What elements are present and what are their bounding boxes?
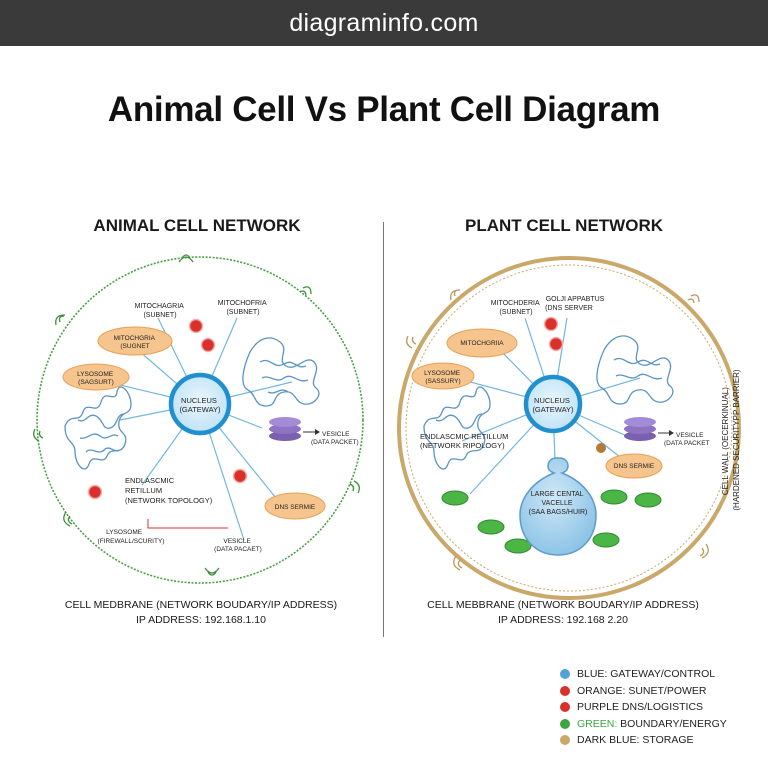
animal-lysosome-label: LYSOSOME (FIREWALL/SCURITY) xyxy=(98,529,165,545)
legend: BLUE: GATEWAY/CONTROL ORANGE: SUNET/POWE… xyxy=(560,666,760,749)
panel-divider xyxy=(383,222,384,637)
animal-dns-bubble xyxy=(264,492,326,520)
animal-er-label: ENDLASCMIC RETILLUM (NETWORK TOPOLOGY) xyxy=(125,476,213,505)
plant-nucleus xyxy=(523,374,583,434)
legend-label: ORANGE: SUNET/POWER xyxy=(577,684,707,697)
animal-membrane-caption: CELL MEDBRANE (NETWORK BOUDARY/IP ADDRES… xyxy=(64,599,338,611)
plant-mito-dot-1 xyxy=(543,316,559,332)
plant-caption: CELL MEBBRANE (NETWORK BOUDARY/IP ADDRES… xyxy=(398,598,728,628)
plant-lyso-bubble-label: LYSOSOME (SASSURY) xyxy=(424,370,462,385)
plant-mito-dot-2 xyxy=(548,336,564,352)
animal-caption: CELL MEDBRANE (NETWORK BOUDARY/IP ADDRES… xyxy=(36,598,366,628)
animal-mito-bubble-label: MITOCHGRIA (SUGNET xyxy=(114,335,157,350)
animal-vesicle-stack-icon xyxy=(269,417,301,441)
plant-er-label: ENDLASCMIC RETILLUM (NETWORK RIPOLOGY) xyxy=(420,432,510,450)
plant-membrane-caption: CELL MEBBRANE (NETWORK BOUDARY/IP ADDRES… xyxy=(427,599,699,611)
animal-lysosome-connector xyxy=(147,519,228,529)
plant-wall-signal-icons xyxy=(406,289,739,571)
animal-mito1-label: MITOCHAGRIA (SUBNET) xyxy=(135,303,186,319)
plant-cell: MITOCHDERIA (SUBNET) GOLJI APPABTUS (DNS… xyxy=(397,256,741,600)
animal-cell: MITOCHAGRIA (SUBNET) MITOCHOFRIA (SUBNET… xyxy=(33,254,364,584)
plant-cell-wall-label: CELL WALL (OECERKINUAL) (HARDENED SECURI… xyxy=(721,369,741,511)
plant-golgi-label: GOLJI APPABTUS (DNS SERVER xyxy=(545,296,606,312)
legend-dot xyxy=(560,702,570,713)
plant-mito-bubble xyxy=(446,328,518,358)
plant-chloroplasts xyxy=(441,489,662,554)
animal-mito-dot-4 xyxy=(87,484,103,500)
legend-dot xyxy=(560,685,570,696)
legend-item: PURPLE DNS/LOGISTICS xyxy=(560,699,760,716)
animal-dns-bubble-label: DNS SERMIE xyxy=(275,504,316,511)
site-name: diagraminfo.com xyxy=(289,8,479,37)
plant-mito1-label: MITOCHDERIA (SUBNET) xyxy=(491,300,541,316)
animal-mito-dot-3 xyxy=(232,468,248,484)
animal-mito-dot-2 xyxy=(200,337,216,353)
animal-vesicle-bottom-label: VESICLE (DATA PACAET) xyxy=(214,538,262,553)
plant-mito-bubble-label: MITOCHGRIIA xyxy=(460,340,504,347)
site-header: diagraminfo.com xyxy=(0,0,768,46)
legend-label: GREEN: BOUNDARY/ENERGY xyxy=(577,717,727,730)
plant-ip-caption: IP ADDRESS: 192.168 2.20 xyxy=(498,614,628,626)
plant-vacuole xyxy=(519,457,597,556)
animal-lyso-bubble-label: LYSOSOME (SAGSURT) xyxy=(77,371,115,386)
animal-mito2-label: MITOCHOFRIA (SUBNET) xyxy=(218,300,268,316)
animal-nucleus-label: NUCLEUS (GATEWAY) xyxy=(179,396,221,414)
legend-dot xyxy=(560,669,570,680)
legend-label: DARK BLUE: STORAGE xyxy=(577,734,694,747)
legend-label: PURPLE DNS/LOGISTICS xyxy=(577,701,704,714)
legend-dot xyxy=(560,718,570,729)
animal-mito-dot-1 xyxy=(188,318,204,334)
plant-golgi-dot xyxy=(596,443,606,453)
plant-nucleus-label: NUCLEUS (GATEWAY) xyxy=(532,396,574,414)
plant-vesicle-stack-icon xyxy=(624,417,656,441)
animal-mito-bubble xyxy=(97,326,173,356)
page-title: Animal Cell Vs Plant Cell Diagram xyxy=(107,90,661,129)
animal-er-shape xyxy=(64,386,132,470)
animal-cell-membrane xyxy=(36,256,364,584)
legend-item: GREEN: BOUNDARY/ENERGY xyxy=(560,716,760,733)
plant-vesicle-arrow-label: VESICLE (DATA PACKET xyxy=(664,432,710,447)
animal-panel-title: ANIMAL CELL NETWORK xyxy=(93,216,301,235)
membrane-signal-icons xyxy=(33,254,360,576)
legend-label: BLUE: GATEWAY/CONTROL xyxy=(577,668,716,681)
plant-cell-membrane xyxy=(405,264,733,592)
animal-ip-caption: IP ADDRESS: 192.168.1.10 xyxy=(136,614,266,626)
plant-dns-bubble-label: DNS SERMIE xyxy=(614,463,655,470)
animal-golgi-shape xyxy=(242,337,320,407)
legend-item: BLUE: GATEWAY/CONTROL xyxy=(560,666,760,683)
plant-lyso-bubble xyxy=(411,362,475,390)
animal-lyso-bubble xyxy=(62,363,130,391)
legend-dot xyxy=(560,735,570,746)
legend-item: ORANGE: SUNET/POWER xyxy=(560,683,760,700)
plant-cell-wall xyxy=(397,256,741,600)
plant-golgi-shape xyxy=(596,335,674,405)
animal-nucleus xyxy=(168,372,232,436)
plant-vacuole-label: LARGE CENTAL VACELLE (SAA BAGS/HUIR) xyxy=(529,491,588,516)
plant-er-shape xyxy=(423,386,491,470)
plant-panel-title: PLANT CELL NETWORK xyxy=(464,216,663,235)
legend-item: DARK BLUE: STORAGE xyxy=(560,732,760,749)
animal-vesicle-arrow-label: VESICLE (DATA PACKET) xyxy=(311,431,359,446)
plant-dns-bubble xyxy=(605,453,663,479)
